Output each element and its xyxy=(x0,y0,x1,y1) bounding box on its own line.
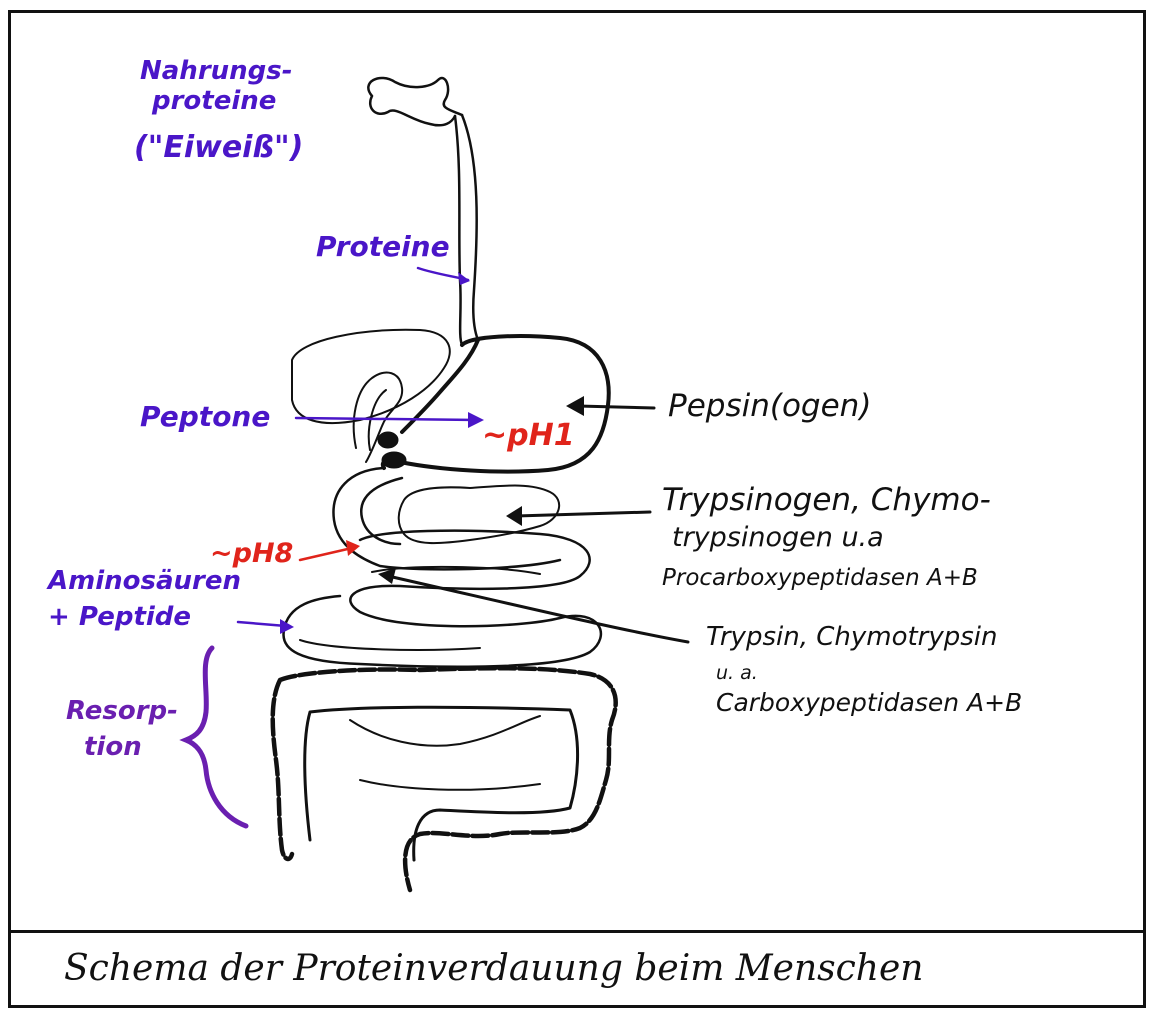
cardia-sphincter xyxy=(382,452,406,468)
esophagus-outline-inner xyxy=(462,115,478,340)
label-trypsinogen-line1: Trypsinogen, Chymo- xyxy=(662,484,991,517)
label-ph1: ~pH1 xyxy=(482,420,575,452)
resorption-brace xyxy=(186,648,246,826)
label-ph8: ~pH8 xyxy=(210,540,293,568)
arrow-peptone xyxy=(296,418,478,420)
label-aminosaeuren-line1: Aminosäuren xyxy=(48,568,241,595)
arrow-pepsinogen-head xyxy=(566,396,584,416)
arrow-pepsinogen xyxy=(578,406,654,408)
pylorus-sphincter xyxy=(378,432,398,448)
label-peptone: Peptone xyxy=(140,402,270,431)
label-aminosaeuren-line2: + Peptide xyxy=(48,604,191,631)
pharynx-outline xyxy=(368,78,462,125)
label-pepsinogen: Pepsin(ogen) xyxy=(668,390,871,423)
gallbladder-outline xyxy=(354,373,402,462)
arrow-aminosaeuren xyxy=(238,622,286,626)
label-proteine: Proteine xyxy=(316,232,450,261)
ileum-coil xyxy=(350,716,540,790)
esophagus-outline xyxy=(455,116,462,345)
arrow-trypsinogen-head xyxy=(506,506,522,526)
arrow-proteine-head xyxy=(458,272,470,285)
label-resorption-line1: Resorp- xyxy=(66,698,178,725)
arrow-ph8 xyxy=(300,548,352,560)
label-nahrungsproteine-line1: Nahrungs- xyxy=(140,58,293,85)
small-intestine-inner xyxy=(300,567,540,650)
label-trypsinogen-line3: Procarboxypeptidasen A+B xyxy=(662,566,978,590)
label-resorption-line2: tion xyxy=(84,734,142,761)
duodenum-outline xyxy=(333,468,560,569)
label-trypsin-line3: Carboxypeptidasen A+B xyxy=(716,690,1022,716)
label-eiweiss: ("Eiweiß") xyxy=(134,132,303,164)
diagram-caption: Schema der Proteinverdauung beim Mensche… xyxy=(64,950,923,988)
label-trypsin-line1: Trypsin, Chymotrypsin xyxy=(706,624,998,651)
label-nahrungsproteine-line2: proteine xyxy=(152,88,276,115)
colon-outline xyxy=(273,668,616,890)
arrow-trypsinogen xyxy=(516,512,650,516)
label-trypsin-line2: u. a. xyxy=(716,664,758,684)
label-trypsinogen-line2: trypsinogen u.a xyxy=(672,524,884,552)
